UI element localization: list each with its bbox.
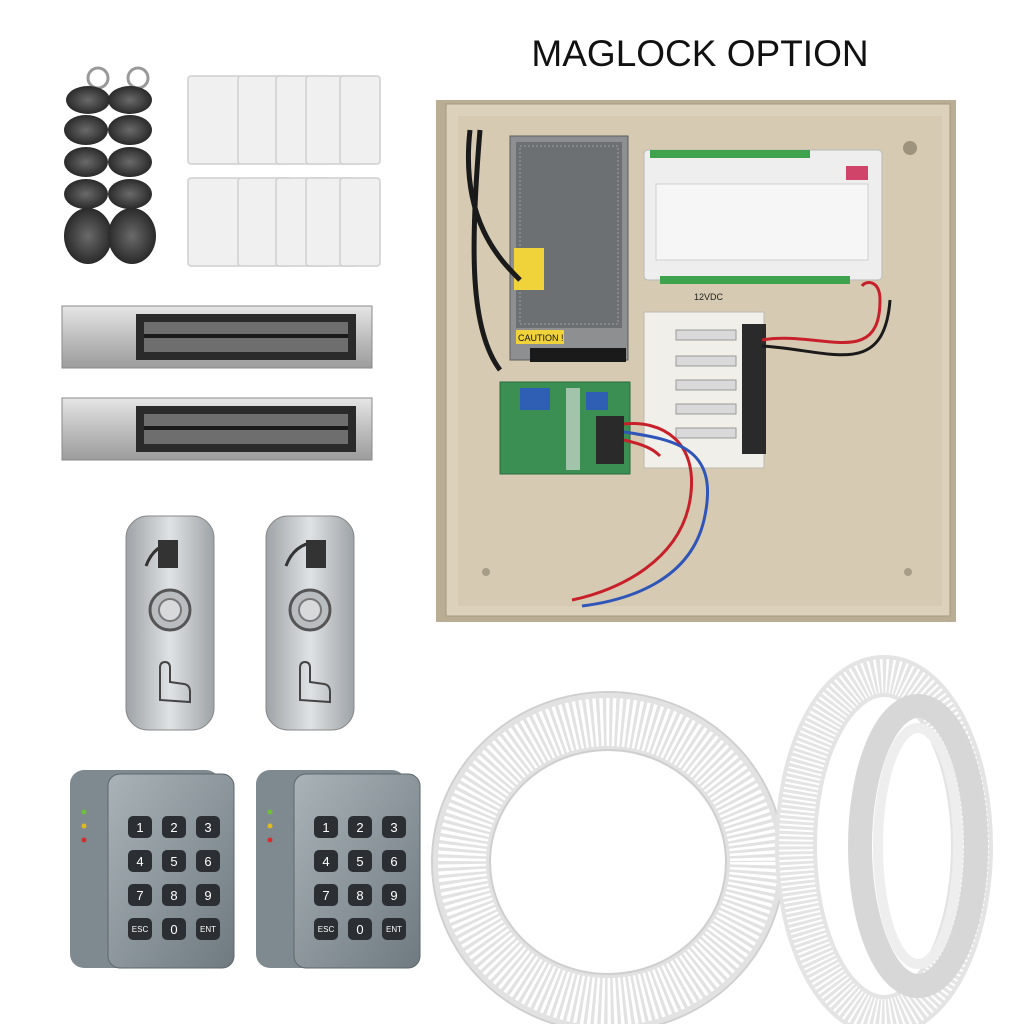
keypad-key xyxy=(382,850,406,872)
access-controller xyxy=(643,149,883,284)
keypad-key-label: 2 xyxy=(170,820,177,835)
keypad-key xyxy=(196,850,220,872)
keypad-key-label: 6 xyxy=(204,854,211,869)
keypad-key xyxy=(196,816,220,838)
keypad-key xyxy=(314,918,338,940)
keypad-key xyxy=(382,918,406,940)
keypad-key-label: 0 xyxy=(356,922,363,937)
keypad-key xyxy=(348,816,372,838)
power-supply: CAUTION ! xyxy=(509,135,629,362)
keypad-key-label: 4 xyxy=(136,854,143,869)
keypad-key xyxy=(348,884,372,906)
keypad-key-label: 7 xyxy=(322,888,329,903)
key-fob-stack-right xyxy=(108,66,156,264)
keypad-key-label: 5 xyxy=(170,854,177,869)
keypad-key xyxy=(348,918,372,940)
keypad-key xyxy=(382,884,406,906)
keypad-key xyxy=(314,884,338,906)
keypad-key-label: 2 xyxy=(356,820,363,835)
keypad-key-label: 3 xyxy=(204,820,211,835)
keypad-key xyxy=(348,850,372,872)
keypad-key xyxy=(162,850,186,872)
exit-button-right xyxy=(265,515,355,731)
keypad-key-label: 1 xyxy=(136,820,143,835)
exit-button-left xyxy=(125,515,215,731)
keypad-key-label: 7 xyxy=(136,888,143,903)
keypad-key-label: ENT xyxy=(386,925,402,934)
keypad-key-label: 1 xyxy=(322,820,329,835)
keypad-key-label: 8 xyxy=(356,888,363,903)
keypad-key-label: 8 xyxy=(170,888,177,903)
keypad-key xyxy=(196,918,220,940)
key-fob-stack-left xyxy=(64,66,112,264)
keypad-key xyxy=(128,884,152,906)
keypad-key xyxy=(314,816,338,838)
keypad-key-label: 5 xyxy=(356,854,363,869)
relay-board xyxy=(499,381,631,475)
page-title: MAGLOCK OPTION xyxy=(480,30,920,80)
maglock-bottom xyxy=(61,397,373,461)
keypad-key-label: 3 xyxy=(390,820,397,835)
enclosure-wiring xyxy=(466,129,892,608)
keypad-key-label: ESC xyxy=(132,925,149,934)
keypad-key xyxy=(128,918,152,940)
power-label: 12VDC xyxy=(694,292,724,302)
maglock-top xyxy=(61,305,373,369)
keypad-key-label: 0 xyxy=(170,922,177,937)
page-title-text: MAGLOCK OPTION xyxy=(531,33,869,74)
keypad-key-label: 9 xyxy=(390,888,397,903)
keypad-key xyxy=(196,884,220,906)
key-fobs xyxy=(64,66,156,264)
proximity-cards xyxy=(187,75,381,267)
fuse-board xyxy=(643,311,766,469)
keypad-key xyxy=(162,918,186,940)
keypad-key xyxy=(162,884,186,906)
keypad-key-label: 6 xyxy=(390,854,397,869)
cable-coil-large xyxy=(775,655,993,1024)
keypad-key xyxy=(314,850,338,872)
keypad-key-label: ENT xyxy=(200,925,216,934)
keypad-key xyxy=(382,816,406,838)
caution-label: CAUTION ! xyxy=(518,333,564,343)
keypad-key-label: 9 xyxy=(204,888,211,903)
keypad-key xyxy=(162,816,186,838)
keypad-key xyxy=(128,816,152,838)
cable-coil-small xyxy=(431,691,785,1024)
keypad-key-label: ESC xyxy=(318,925,335,934)
keypad-key-label: 4 xyxy=(322,854,329,869)
keypad-key xyxy=(128,850,152,872)
